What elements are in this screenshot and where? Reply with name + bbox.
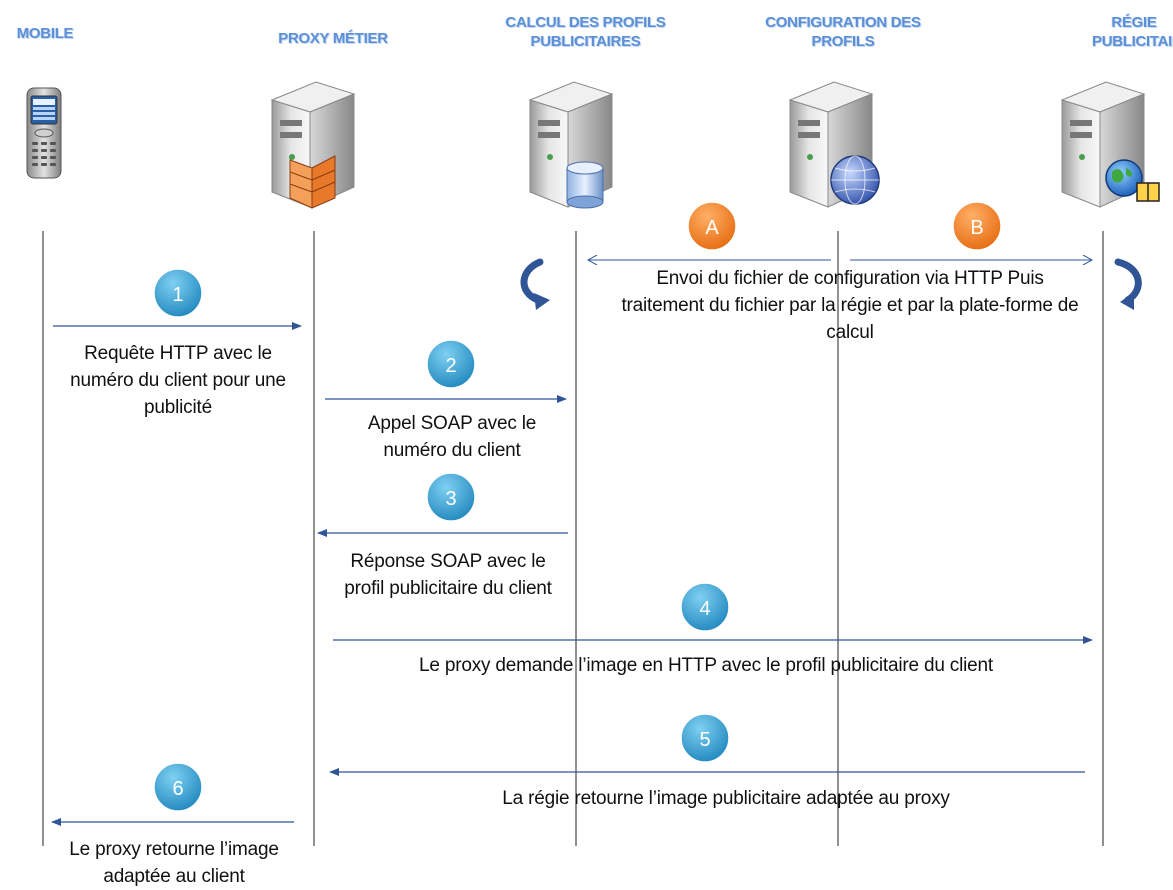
step-3-text: Réponse SOAP avec le profil publicitaire… xyxy=(344,551,552,599)
step-badge-2-label: 2 xyxy=(445,355,456,377)
actor-header-calc: CALCUL DES PROFILS PUBLICITAIRES xyxy=(505,14,666,50)
config-description: Envoi du fichier de configuration via HT… xyxy=(621,268,1079,343)
step-1-text: Requête HTTP avec le numéro du client po… xyxy=(70,343,286,418)
step-4-text: Le proxy demande l’image en HTTP avec le… xyxy=(419,655,993,676)
step-badge-5: 5 xyxy=(680,713,730,763)
database-icon xyxy=(566,161,604,209)
step-2-text: Appel SOAP avec le numéro du client xyxy=(367,413,537,461)
actor-header-config: CONFIGURATION DES PROFILS xyxy=(765,14,921,50)
config-badge-b-label: B xyxy=(970,217,983,239)
globe-folder-icon xyxy=(1105,159,1160,202)
config-badge-a: A xyxy=(687,201,737,251)
firewall-icon xyxy=(289,155,336,209)
config-badge-a-label: A xyxy=(705,217,719,239)
step-badge-4-label: 4 xyxy=(699,598,710,620)
step-badge-6: 6 xyxy=(153,762,203,812)
step-badge-3-label: 3 xyxy=(445,488,456,510)
step-badge-6-label: 6 xyxy=(172,778,183,800)
step-5-text: La régie retourne l’image publicitaire a… xyxy=(502,788,950,809)
processing-curved-arrow-calc xyxy=(520,258,550,310)
step-badge-3: 3 xyxy=(426,472,476,522)
globe-icon xyxy=(830,155,880,205)
processing-curved-arrow-regie xyxy=(1114,258,1142,310)
step-badge-5-label: 5 xyxy=(699,729,710,751)
step-badge-1: 1 xyxy=(153,268,203,318)
mobile-phone-icon xyxy=(26,87,62,179)
actor-header-regie: RÉGIE PUBLICITAIRE xyxy=(1092,14,1173,50)
config-badge-b: B xyxy=(952,201,1002,251)
step-badge-1-label: 1 xyxy=(172,284,183,306)
actor-header-proxy: PROXY MÉTIER xyxy=(278,30,388,47)
step-6-text: Le proxy retourne l’image adaptée au cli… xyxy=(69,839,279,887)
actor-header-mobile: MOBILE xyxy=(16,25,74,42)
step-badge-2: 2 xyxy=(426,339,476,389)
step-badge-4: 4 xyxy=(680,582,730,632)
